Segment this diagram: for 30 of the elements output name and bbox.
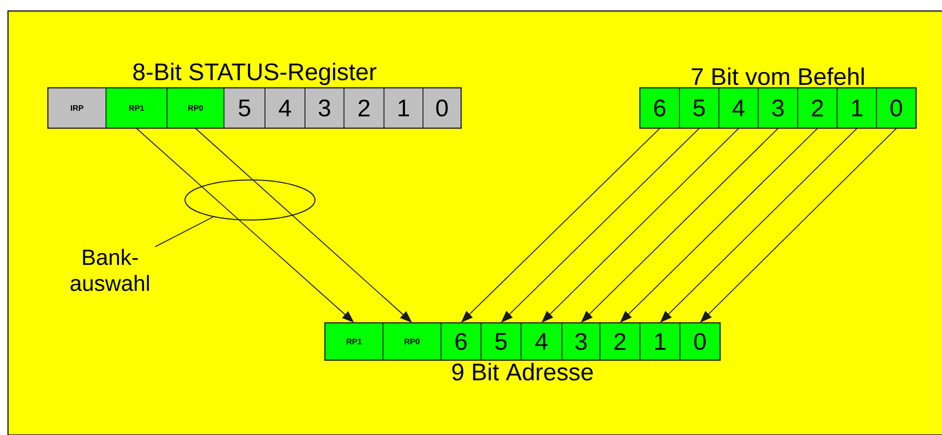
bit-cell: 5 [224,88,266,128]
bit-cell: 4 [264,88,306,128]
bit-cell: 3 [304,88,344,128]
bit-cell: 6 [440,322,482,360]
annotation-text: Bank- auswahl [70,248,149,292]
node-label: 7 Bit vom Befehl [692,67,864,86]
bit-cell: 1 [640,322,680,360]
bit-cell: 3 [758,88,798,128]
bit-cell: 2 [344,88,384,128]
node-label: 8-Bit STATUS-Register [133,62,376,86]
bit-cell: 5 [480,322,522,360]
bit-cell: 5 [679,88,720,128]
bit-cell: RP0 [382,322,442,360]
bit-cell: 2 [797,88,838,128]
bit-cell: 0 [422,88,462,128]
bit-cell: RP1 [324,322,384,360]
bit-cell: 2 [600,322,640,360]
bit-cell: RP0 [166,88,224,128]
node-label: 9 Bit Adresse [452,362,593,381]
bit-cell: 1 [836,88,877,128]
bit-cell: 4 [718,88,759,128]
bit-cell: 6 [640,88,680,128]
bit-cell: 0 [680,322,720,360]
bit-cell: IRP [48,88,106,128]
bit-cell: 1 [384,88,424,128]
leader-line [154,216,214,248]
bit-cell: 0 [876,88,916,128]
bit-cell: 3 [562,322,600,360]
bit-cell: RP1 [106,88,168,128]
bit-cell: 4 [520,322,562,360]
